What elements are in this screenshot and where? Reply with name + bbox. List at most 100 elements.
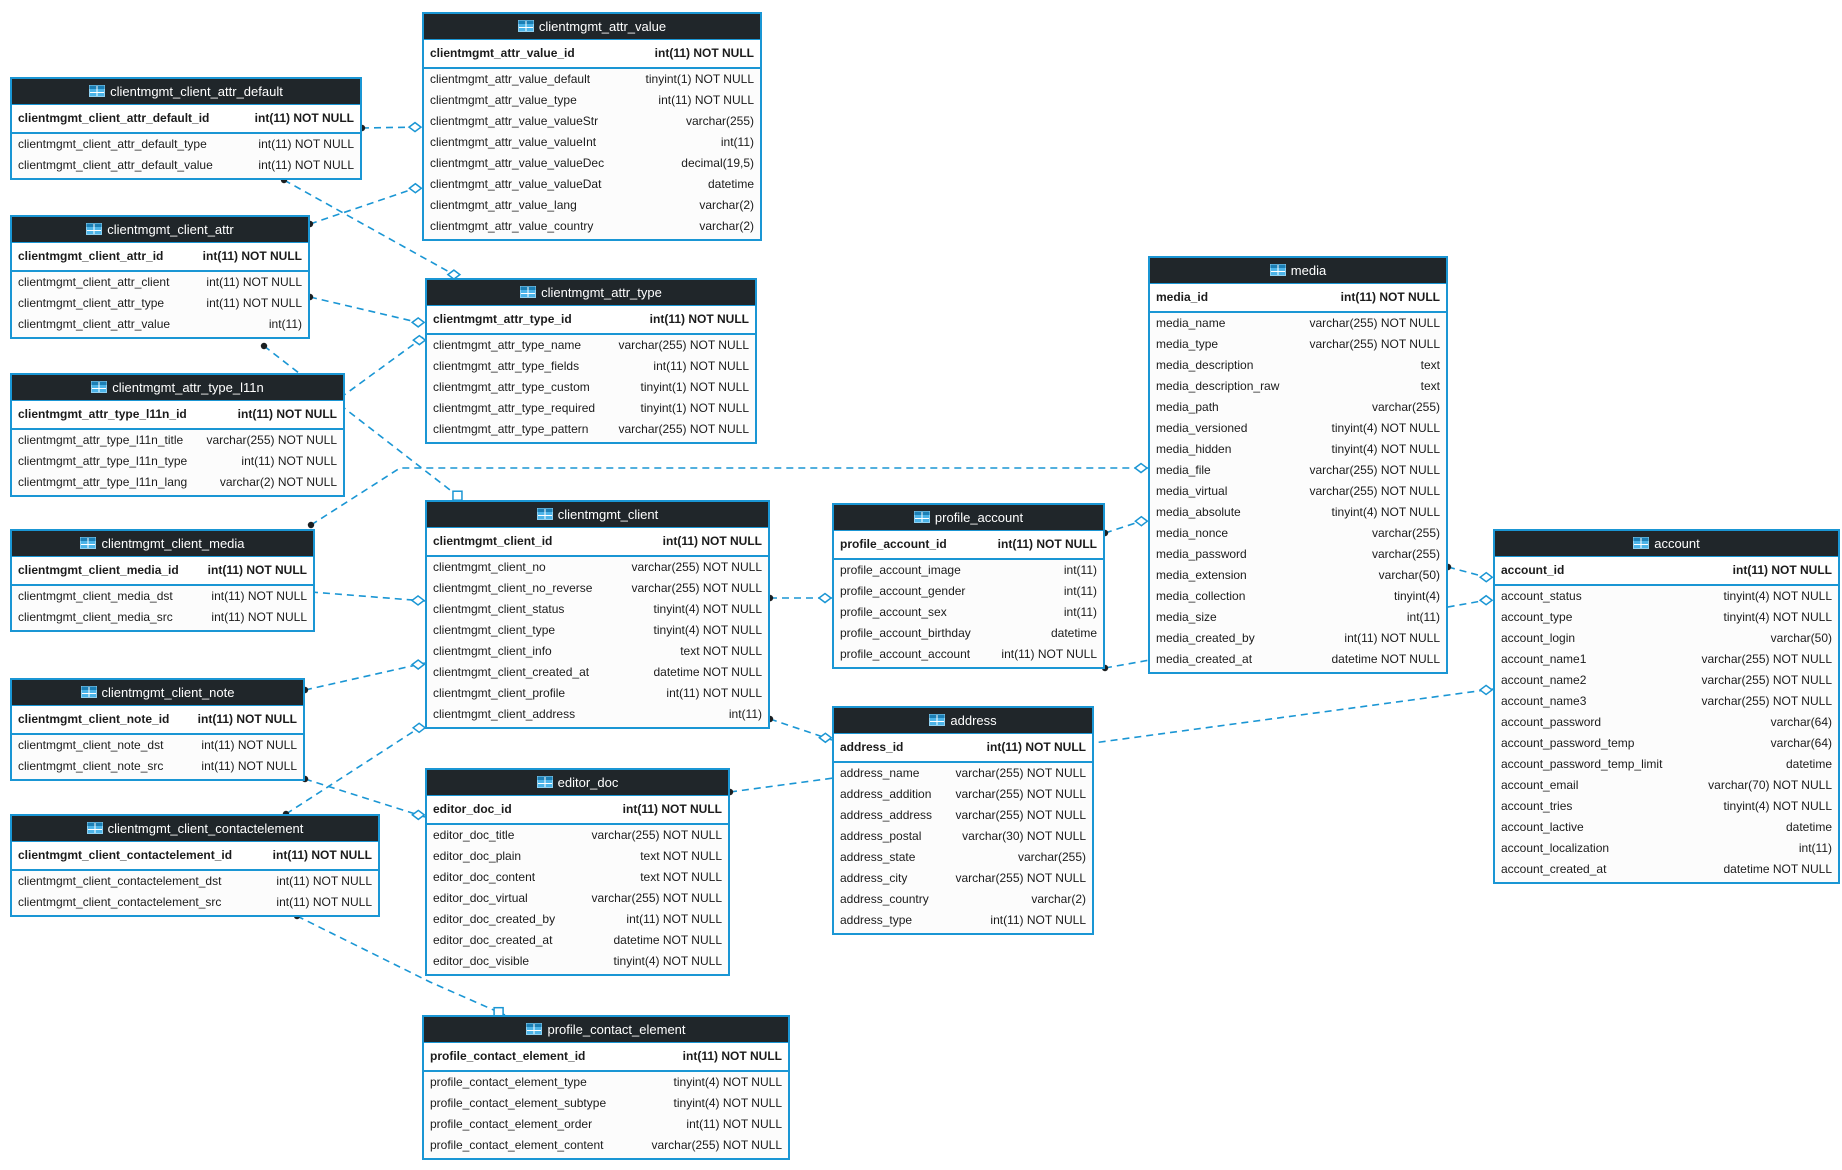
relationship-connector[interactable] [1444,563,1494,583]
relationship-connector[interactable] [307,462,1149,529]
table-header[interactable]: clientmgmt_client_attr [12,217,308,243]
table-header[interactable]: clientmgmt_attr_type_l11n [12,375,343,401]
table-header[interactable]: profile_contact_element [424,1017,788,1043]
table-header[interactable]: address [834,708,1092,734]
relationship-connector[interactable] [306,182,423,228]
table-clientmgmt_client_attr_default[interactable]: clientmgmt_client_attr_default clientmgmt… [10,77,362,180]
relationship-connector[interactable] [766,715,833,744]
relationship-connector[interactable] [306,293,426,328]
table-header[interactable]: clientmgmt_attr_value [424,14,760,40]
table-header[interactable]: clientmgmt_client_attr_default [12,79,360,105]
table-header[interactable]: clientmgmt_client_note [12,680,303,706]
table-header[interactable]: account [1495,531,1838,557]
table-header[interactable]: editor_doc [427,770,728,796]
relationship-connector[interactable] [1101,515,1149,537]
table-header[interactable]: media [1150,258,1446,284]
